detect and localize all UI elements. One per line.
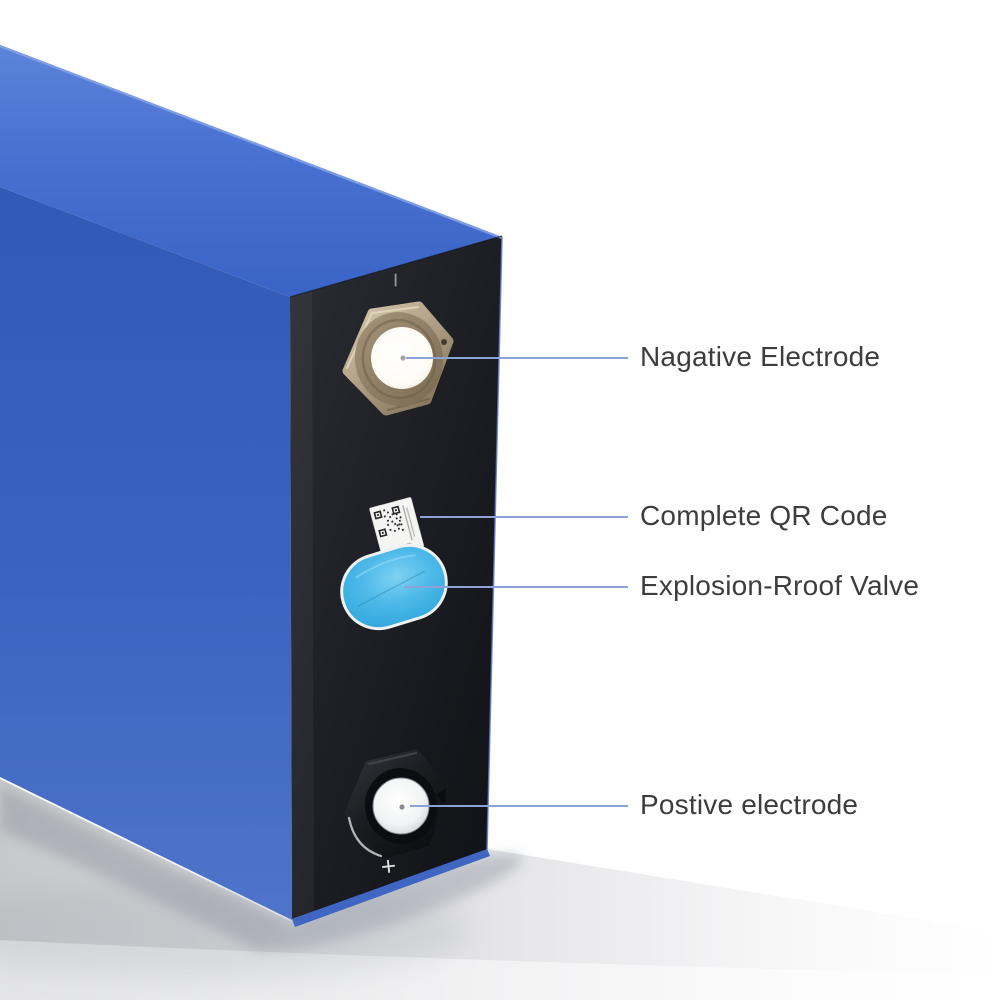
callout-line-positive-electrode [410,805,628,807]
qr-code-icon [373,505,404,538]
battery-side-face [0,187,292,920]
callout-label-negative-electrode: Nagative Electrode [640,341,881,372]
positive-mark: + [379,850,398,882]
battery-bottom-wrap-edge [292,849,490,927]
vent-valve [340,543,448,631]
callout-label-vent-valve: Explosion-Rroof Valve [640,570,920,601]
battery-top-face [0,45,502,297]
callout-line-vent-valve [404,586,628,588]
negative-terminal [342,301,454,416]
callout-line-qr-code [420,516,628,518]
callout-line-negative-electrode [406,357,628,359]
positive-terminal [344,749,448,859]
negative-mark: − [381,272,411,288]
callout-label-qr-code: Complete QR Code [640,500,888,531]
battery-cell [0,44,503,927]
callout-label-positive-electrode: Postive electrode [640,789,859,820]
